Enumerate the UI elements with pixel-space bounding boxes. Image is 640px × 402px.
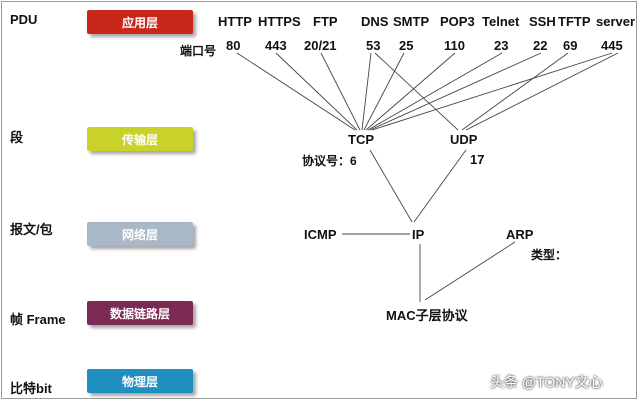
layer-physical: 物理层 — [87, 369, 193, 393]
port-ftp: 20/21 — [304, 38, 337, 53]
pdu-label-packet: 报文/包 — [10, 222, 53, 237]
node-tcp: TCP — [348, 132, 374, 147]
protocol-dns: DNS — [361, 14, 389, 29]
port-telnet: 23 — [494, 38, 509, 53]
layer-network: 网络层 — [87, 222, 193, 246]
protocol-smtp: SMTP — [393, 14, 430, 29]
node-mac-sublayer: MAC子层协议 — [386, 308, 468, 323]
type-label: 类型： — [531, 248, 568, 262]
port-http: 80 — [226, 38, 241, 53]
layer-transport: 传输层 — [87, 127, 193, 151]
protocol-https: HTTPS — [258, 14, 301, 29]
node-udp: UDP — [450, 132, 478, 147]
port-dns: 53 — [366, 38, 381, 53]
layer-application: 应用层 — [87, 10, 193, 34]
protocol-ssh: SSH — [529, 14, 556, 29]
port-server: 445 — [601, 38, 623, 53]
port-smtp: 25 — [399, 38, 414, 53]
pdu-label-pdu: PDU — [10, 12, 38, 27]
port-https: 443 — [265, 38, 287, 53]
port-ssh: 22 — [533, 38, 548, 53]
pdu-label-bit: 比特bit — [10, 381, 52, 396]
port-tftp: 69 — [563, 38, 578, 53]
protocol-http: HTTP — [218, 14, 252, 29]
protocol-tftp: TFTP — [558, 14, 591, 29]
port-label: 端口号 — [180, 44, 217, 58]
layer-data-link: 数据链路层 — [87, 301, 193, 325]
port-pop3: 110 — [444, 38, 465, 53]
pdu-label-frame: 帧 Frame — [10, 312, 66, 327]
node-arp: ARP — [506, 227, 534, 242]
protocol-server: server — [596, 14, 636, 29]
watermark: 头条 @TONY文心 — [490, 374, 603, 390]
node-ip: IP — [412, 227, 425, 242]
node-icmp: ICMP — [304, 227, 337, 242]
protocol-pop3: POP3 — [440, 14, 475, 29]
protocol-telnet: Telnet — [482, 14, 520, 29]
protocol-number-label: 协议号：6 — [302, 154, 357, 168]
udp-protocol-number: 17 — [470, 152, 485, 167]
protocol-ftp: FTP — [313, 14, 338, 29]
pdu-label-segment: 段 — [10, 130, 24, 145]
